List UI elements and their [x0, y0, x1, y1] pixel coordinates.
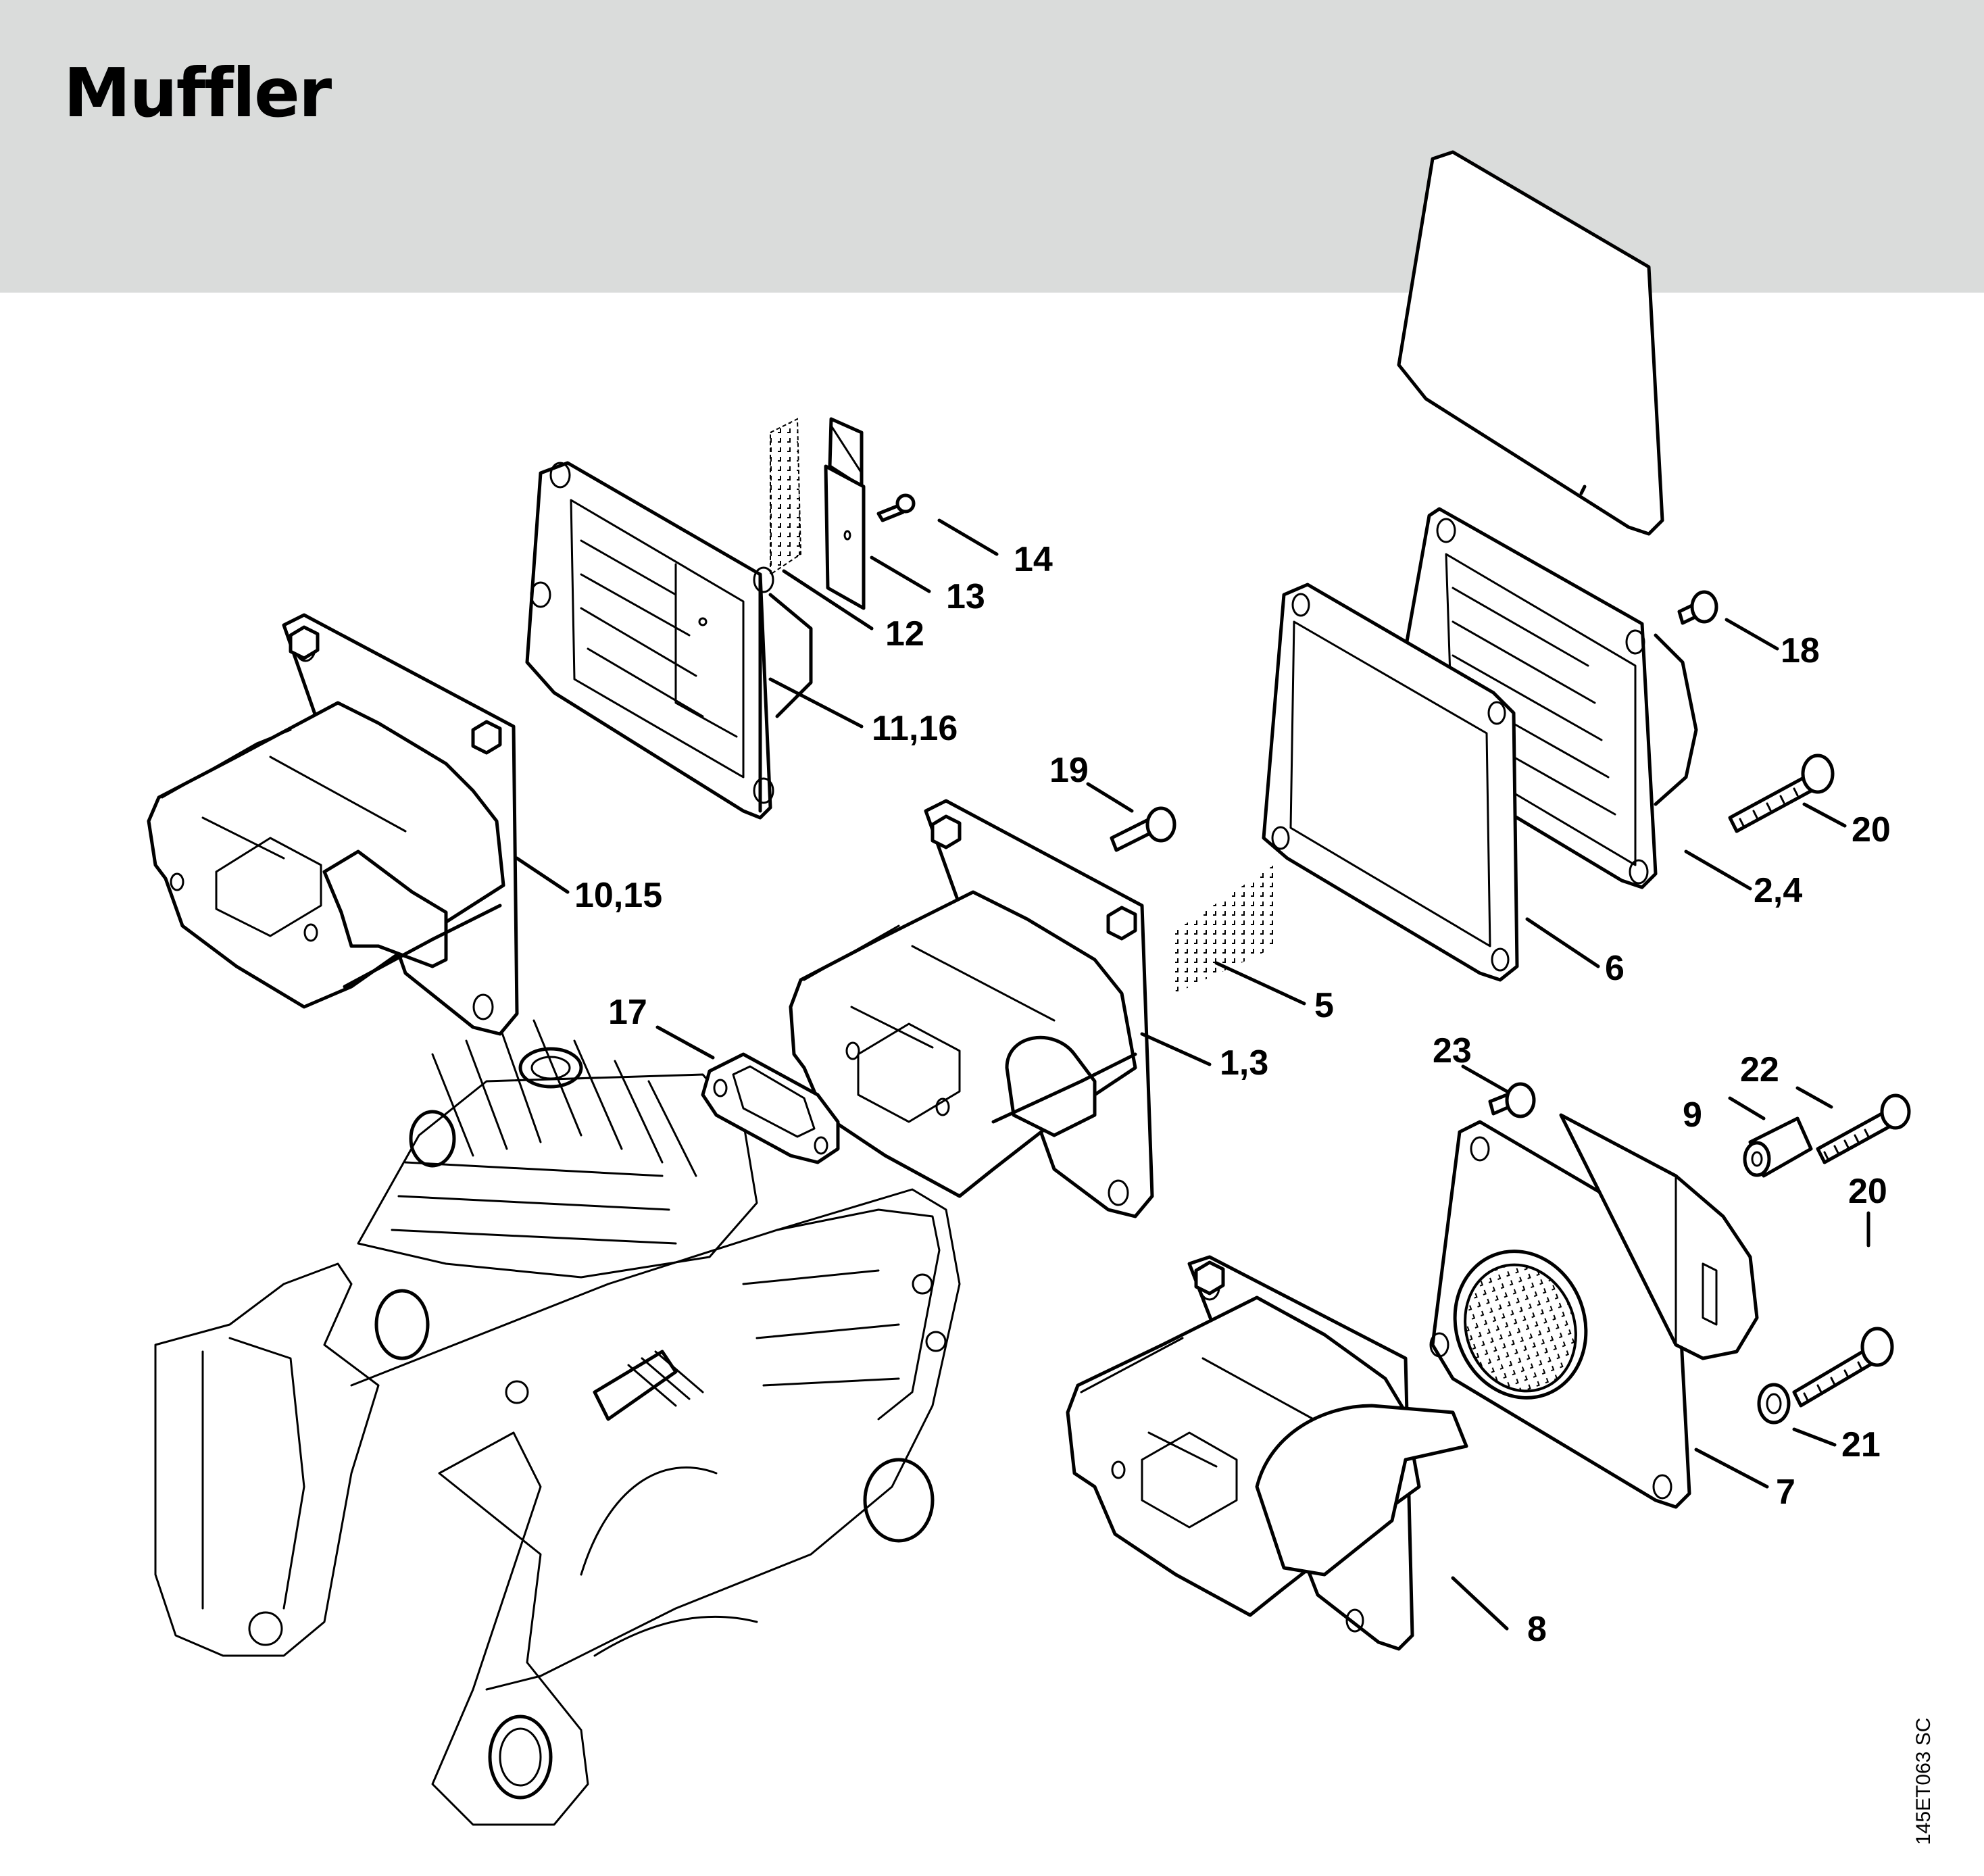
screen-icon	[770, 418, 802, 576]
leader-14	[937, 518, 999, 556]
muffler-cover-icon	[525, 461, 813, 820]
leader-19	[1086, 782, 1134, 813]
callout-10-15: 10,15	[574, 876, 662, 915]
nut-icon	[289, 625, 502, 755]
leader-22	[1795, 1086, 1833, 1109]
cap-screw-icon	[1728, 754, 1835, 833]
muffler-assembly-icon	[789, 799, 1154, 1218]
screen-icon	[1172, 865, 1277, 993]
callout-6: 6	[1605, 949, 1625, 988]
leader-21	[1792, 1427, 1837, 1447]
callout-18: 18	[1781, 631, 1820, 670]
callout-1-3: 1,3	[1220, 1043, 1268, 1083]
callout-20-top: 20	[1852, 810, 1891, 849]
leader-11-16	[768, 677, 864, 729]
leader-9	[1728, 1096, 1766, 1120]
callout-9: 9	[1683, 1095, 1702, 1135]
leader-7	[1694, 1448, 1769, 1489]
leader-20-top	[1802, 802, 1847, 828]
header-band	[0, 0, 1984, 293]
callout-19: 19	[1049, 751, 1089, 790]
washer-icon	[1757, 1383, 1791, 1425]
leader-18	[1725, 618, 1779, 651]
screw-icon	[1677, 590, 1718, 625]
leader-12	[782, 569, 874, 631]
leader-2-4	[1684, 849, 1752, 891]
leader-1-3	[1140, 1032, 1212, 1066]
callout-13: 13	[946, 577, 985, 616]
leader-23	[1461, 1064, 1509, 1093]
callout-14: 14	[1014, 540, 1053, 579]
callout-17: 17	[608, 993, 647, 1032]
leader-5	[1214, 961, 1306, 1006]
callout-21: 21	[1841, 1425, 1881, 1464]
cap-screw-icon	[1792, 1327, 1894, 1408]
leader-13	[870, 556, 931, 593]
baffle-icon	[824, 417, 866, 610]
muffler-assembly-icon	[147, 613, 519, 1036]
gasket-icon	[1262, 583, 1519, 982]
callout-labels: 14 13 12 11,16 18 20 2,4 6 19 5 1,3 10,1…	[574, 540, 1891, 1649]
leader-17	[655, 1025, 715, 1060]
screw-icon	[1488, 1082, 1536, 1118]
leader-6	[1525, 917, 1600, 968]
callout-8: 8	[1527, 1610, 1547, 1649]
callout-2-4: 2,4	[1754, 871, 1802, 910]
leader-10-15	[515, 856, 570, 894]
callout-5: 5	[1314, 986, 1334, 1025]
engine-crankcase-icon	[154, 1019, 961, 1826]
page-title: Muffler	[64, 53, 332, 132]
cap-screw-icon	[1816, 1093, 1911, 1164]
muffler-cover-icon	[1390, 150, 1698, 889]
leader-8	[1451, 1576, 1509, 1631]
leader-lines	[515, 518, 1870, 1631]
callout-23: 23	[1433, 1031, 1472, 1070]
catalytic-cover-icon	[1429, 1113, 1759, 1509]
callout-11-16: 11,16	[872, 709, 958, 748]
screw-icon	[1110, 806, 1176, 852]
callout-12: 12	[885, 614, 924, 653]
muffler-housing-icon	[1066, 1255, 1468, 1651]
sleeve-icon	[1743, 1116, 1813, 1178]
self-tapping-screw-icon	[876, 493, 916, 522]
figure-code: 145ET063 SC	[1912, 1717, 1935, 1845]
gasket-icon	[701, 1052, 840, 1164]
callout-7: 7	[1776, 1473, 1795, 1512]
callout-22: 22	[1740, 1050, 1779, 1089]
nut-icon	[931, 814, 1137, 941]
callout-20-bottom: 20	[1848, 1172, 1887, 1211]
